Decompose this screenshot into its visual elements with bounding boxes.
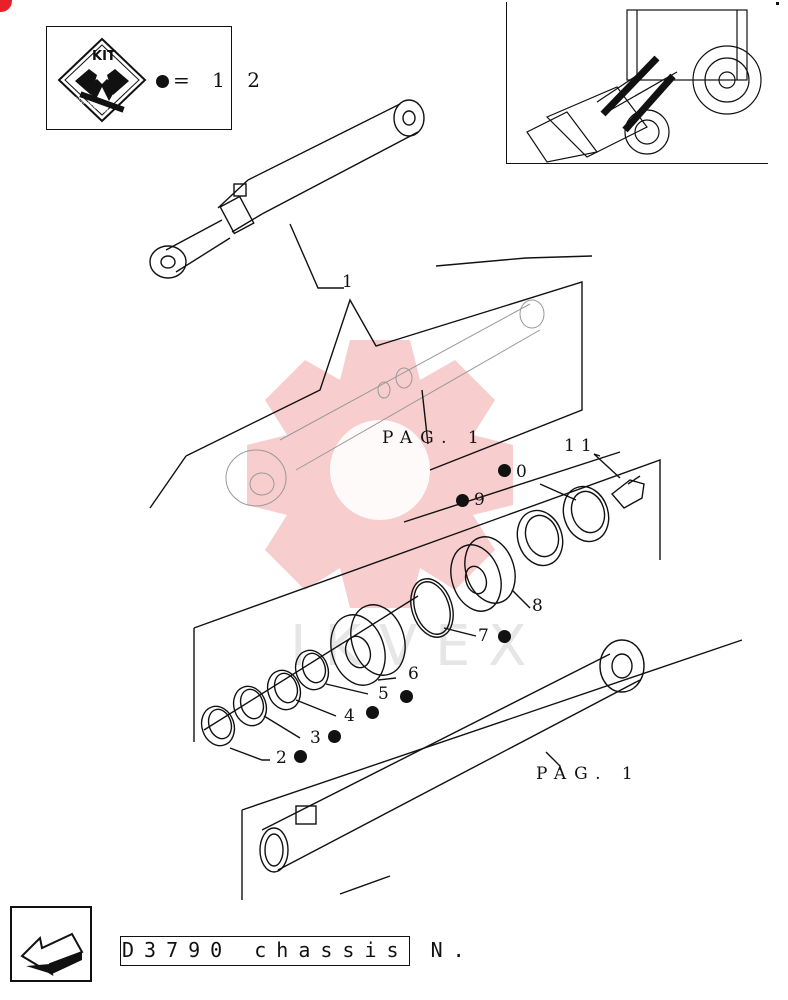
callout-7-dot-icon [498, 630, 511, 643]
kit-dot-icon [156, 75, 169, 88]
callout-8: 8 [532, 596, 549, 616]
reference-lower: PAG. 1 [536, 764, 641, 784]
tractor-inset [506, 2, 768, 164]
back-navigation[interactable] [10, 906, 92, 982]
callout-9: 9 [474, 490, 491, 510]
callout-0-dot-icon [498, 464, 511, 477]
callout-6: 6 [408, 664, 425, 684]
callout-5-dot-icon [400, 690, 413, 703]
kit-box: KIT NEW HOLLAND [46, 26, 232, 130]
callout-4-dot-icon [366, 706, 379, 719]
callout-5: 5 [378, 684, 395, 704]
watermark-text: I K V E X [290, 614, 527, 679]
kit-label: KIT [92, 49, 116, 64]
reference-upper: PAG. 1 [382, 428, 487, 448]
chassis-box [120, 936, 410, 966]
callout-0: 0 [516, 462, 533, 482]
callout-2-dot-icon [294, 750, 307, 763]
callout-9-dot-icon [456, 494, 469, 507]
tractor-illustration [526, 9, 762, 163]
kit-quantity: = 1 2 [156, 68, 268, 92]
callout-4: 4 [344, 706, 361, 726]
callout-11: 11 [564, 436, 598, 456]
back-arrow-icon [20, 932, 84, 977]
kit-icon [57, 37, 147, 123]
callout-7: 7 [478, 626, 495, 646]
tractor-corner-mark [776, 2, 779, 5]
callout-3: 3 [310, 728, 327, 748]
callout-3-dot-icon [328, 730, 341, 743]
chassis-label: D3790 chassis N. [122, 938, 475, 962]
callout-1: 1 [342, 272, 359, 292]
watermark: I K V E X [247, 340, 527, 679]
callout-2: 2 [276, 748, 293, 768]
